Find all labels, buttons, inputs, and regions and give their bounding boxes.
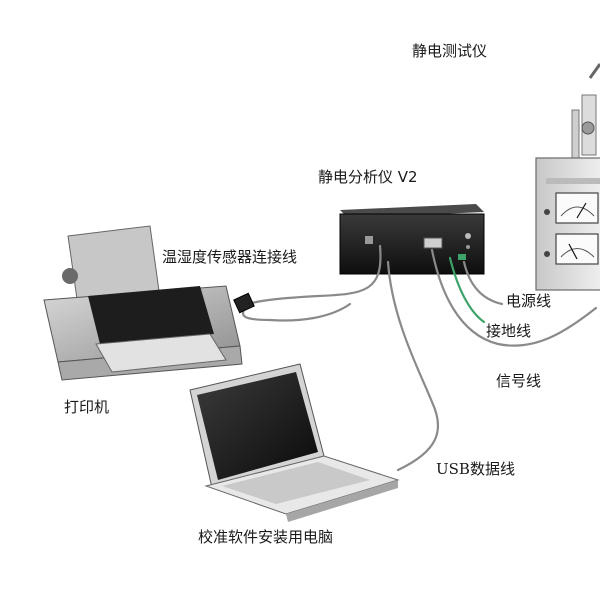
power-cable-label: 电源线 xyxy=(506,292,552,310)
static-analyzer-label: 静电分析仪 V2 xyxy=(318,168,418,186)
printer-device xyxy=(43,225,243,381)
static-tester-label: 静电测试仪 xyxy=(412,42,488,60)
usb-cable-label: USB数据线 xyxy=(436,460,515,478)
signal-cable-label: 信号线 xyxy=(496,372,542,390)
meter-gauge-icon xyxy=(555,233,599,265)
humidity-sensor-cable xyxy=(246,244,382,306)
ground-cable xyxy=(448,256,486,324)
printer-label: 打印机 xyxy=(64,398,110,416)
ground-cable-label: 接地线 xyxy=(486,322,532,340)
static-tester-device xyxy=(535,63,600,291)
meter-gauge-icon xyxy=(555,192,599,224)
cables xyxy=(233,244,598,472)
usb-cable xyxy=(386,260,440,472)
power-cable xyxy=(462,260,504,306)
calibration-laptop-label: 校准软件安装用电脑 xyxy=(198,528,334,546)
humidity-sensor-cable-label: 温湿度传感器连接线 xyxy=(162,248,298,266)
laptop-device xyxy=(189,363,400,522)
signal-cable xyxy=(430,248,598,347)
static-analyzer-device xyxy=(339,204,485,275)
